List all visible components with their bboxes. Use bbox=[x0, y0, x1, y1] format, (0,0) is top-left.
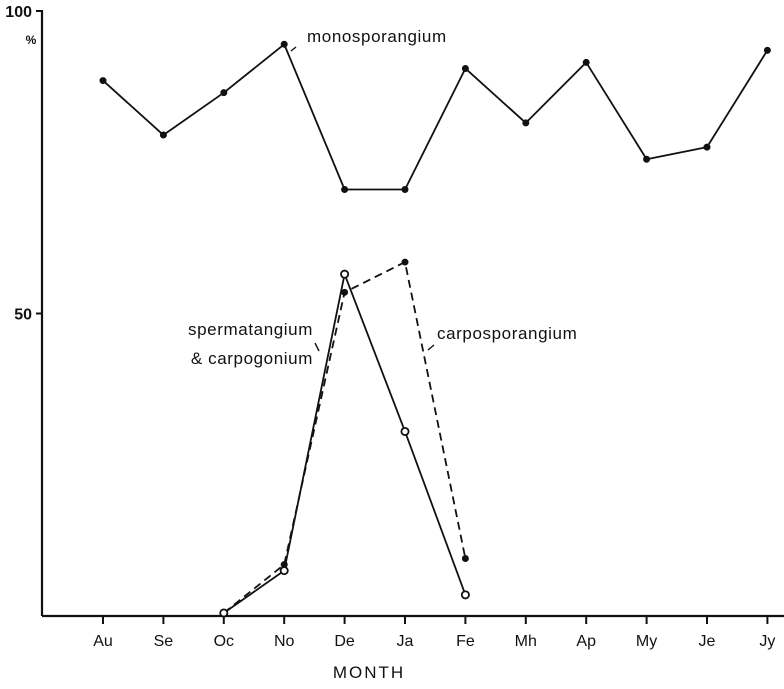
x-tick-label: Mh bbox=[515, 633, 537, 650]
point-monosporangium bbox=[582, 58, 590, 66]
y-tick-label: 50 bbox=[14, 307, 32, 324]
point-carposporangium bbox=[461, 555, 469, 563]
point-monosporangium bbox=[703, 143, 711, 151]
x-tick-label: Se bbox=[154, 633, 174, 650]
point-monosporangium bbox=[763, 46, 771, 54]
y-axis-unit-label: % bbox=[26, 33, 37, 47]
series-line-monosporangium bbox=[102, 43, 769, 191]
annotation-leader bbox=[314, 342, 320, 352]
annotation-leader bbox=[290, 46, 297, 52]
point-monosporangium bbox=[280, 40, 288, 48]
point-monosporangium bbox=[341, 185, 349, 193]
axes bbox=[40, 10, 784, 618]
point-monosporangium bbox=[401, 185, 409, 193]
point-spermatangium-carpogonium bbox=[279, 566, 289, 576]
point-monosporangium bbox=[99, 77, 107, 85]
x-tick-label: Oc bbox=[214, 633, 234, 650]
x-tick-label: Jy bbox=[759, 633, 775, 650]
annotations: monosporangium spermatangium & carpogonium… bbox=[188, 27, 577, 368]
annotation-monosporangium: monosporangium bbox=[307, 27, 447, 46]
annotation-spermatangium-carpogonium: & carpogonium bbox=[191, 349, 313, 368]
point-spermatangium-carpogonium bbox=[460, 590, 470, 600]
annotation-carposporangium: carposporangium bbox=[437, 324, 577, 343]
x-axis-title: MONTH bbox=[333, 663, 405, 682]
annotation-spermatangium-carpogonium: spermatangium bbox=[188, 320, 313, 339]
point-monosporangium bbox=[461, 64, 469, 72]
x-ticks: Au Se Oc No De Ja Fe Mh Ap My Je Jy bbox=[93, 616, 775, 650]
x-tick-label: No bbox=[274, 633, 295, 650]
y-tick-label: 100 bbox=[5, 4, 32, 21]
point-monosporangium bbox=[522, 119, 530, 127]
point-spermatangium-carpogonium bbox=[340, 269, 350, 279]
point-monosporangium bbox=[159, 131, 167, 139]
x-tick-label: Ap bbox=[576, 633, 596, 650]
x-tick-label: Ja bbox=[397, 633, 414, 650]
point-spermatangium-carpogonium bbox=[219, 608, 229, 618]
x-tick-label: Je bbox=[699, 633, 716, 650]
series-line-carposporangium bbox=[223, 261, 467, 614]
x-tick-label: Au bbox=[93, 633, 113, 650]
point-carposporangium bbox=[401, 258, 409, 266]
x-tick-label: My bbox=[636, 633, 657, 650]
annotation-leader bbox=[427, 344, 435, 351]
data-points bbox=[99, 40, 771, 618]
point-monosporangium bbox=[220, 89, 228, 97]
x-tick-label: De bbox=[334, 633, 355, 650]
x-tick-label: Fe bbox=[456, 633, 475, 650]
point-monosporangium bbox=[643, 155, 651, 163]
y-ticks: 50 100 bbox=[5, 4, 42, 324]
point-carposporangium bbox=[341, 288, 349, 296]
point-spermatangium-carpogonium bbox=[400, 426, 410, 436]
